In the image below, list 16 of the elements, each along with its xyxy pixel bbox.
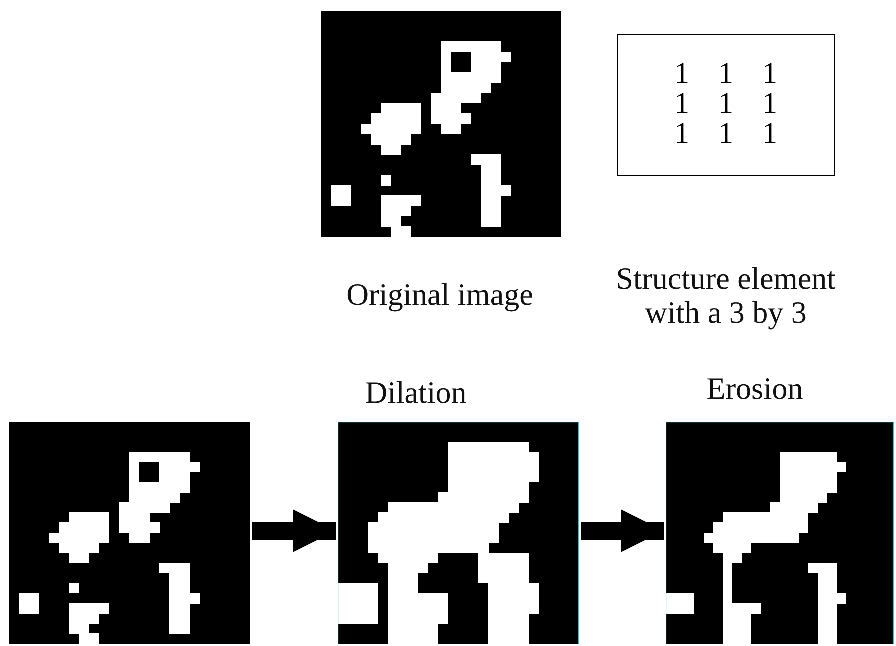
matrix-value: 1 [762,119,778,149]
matrix-value: 1 [718,89,734,119]
matrix-value: 1 [674,89,690,119]
image-heading: Erosion [706,372,804,406]
image-caption: Structure element with a 3 by 3 [615,262,837,330]
image-caption: Original image [346,278,534,312]
matrix-value: 1 [762,89,778,119]
matrix-value: 1 [718,59,734,89]
image-heading: Dilation [364,376,468,410]
matrix-value: 1 [674,59,690,89]
matrix-value: 1 [718,119,734,149]
matrix-frame [617,34,835,176]
arrow [581,509,664,553]
matrix-value: 1 [762,59,778,89]
matrix-value: 1 [674,119,690,149]
arrow [252,509,336,553]
